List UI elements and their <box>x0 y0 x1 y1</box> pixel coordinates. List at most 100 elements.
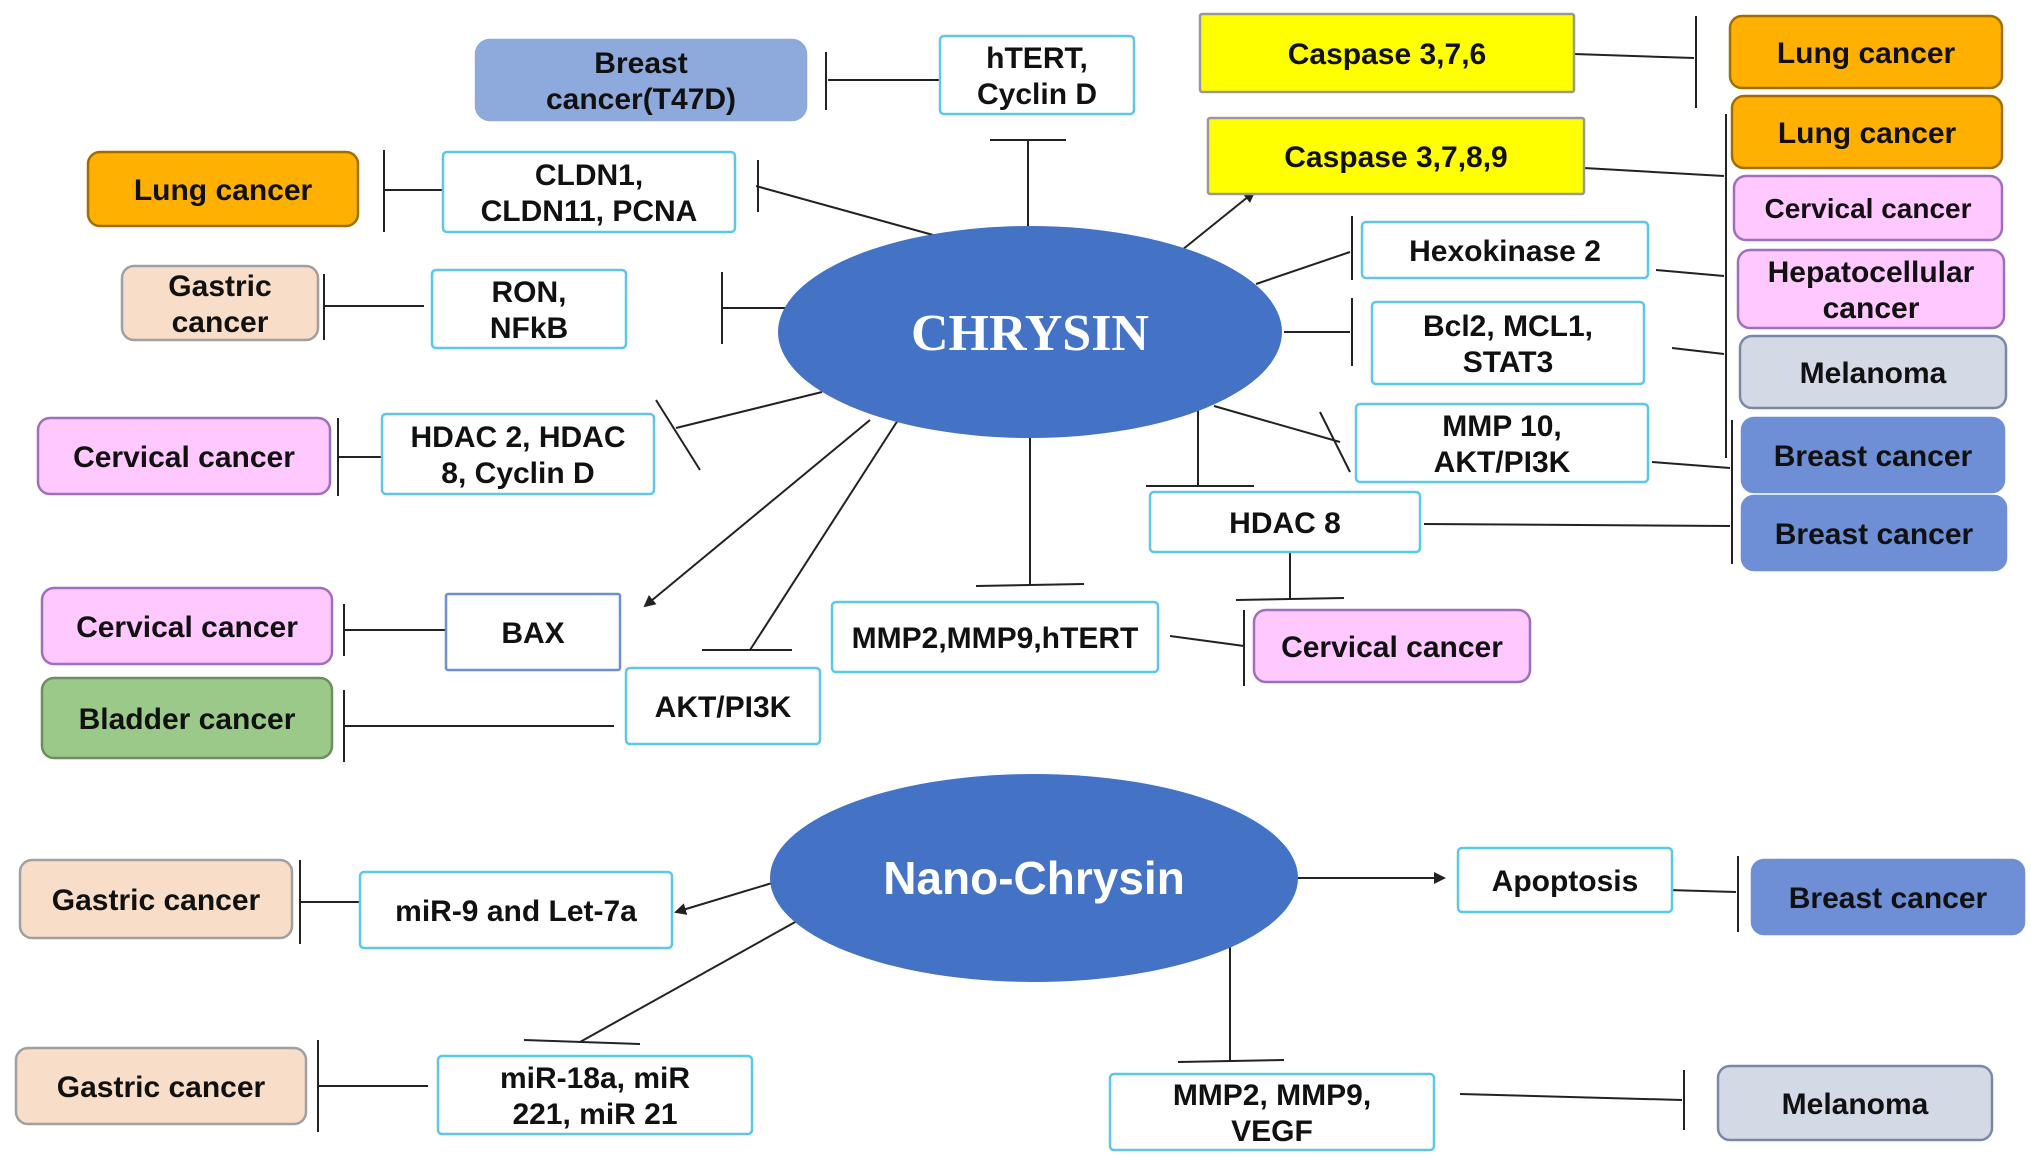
node-label-line: cancer(T47D) <box>546 83 736 116</box>
target-apoptosis: Apoptosis <box>1456 846 1674 914</box>
cancer-melanoma-b: Melanoma <box>1716 1064 1994 1142</box>
target-hdac8: HDAC 8 <box>1148 490 1422 554</box>
connectors <box>299 16 1739 1132</box>
cancer-breast-b: Breast cancer <box>1750 858 2026 936</box>
node-box <box>86 150 360 228</box>
node-box <box>1750 858 2026 936</box>
node-label-line: Cyclin D <box>977 78 1097 111</box>
node-label-line: Hexokinase 2 <box>1409 235 1601 268</box>
node-label-line: HDAC 8 <box>1229 507 1341 540</box>
node-box <box>1740 416 2006 494</box>
target-caspase3769: Caspase 3,7,6 <box>1198 12 1576 94</box>
target-ron: RON,NFkB <box>430 268 628 350</box>
node-label-line: MMP2, MMP9, <box>1173 1079 1371 1112</box>
node-box <box>18 858 294 940</box>
node-box <box>444 592 622 672</box>
node-label-line: miR-18a, miR <box>500 1062 690 1095</box>
cancer-cervical-r: Cervical cancer <box>1732 174 2004 242</box>
node-label-line: Caspase 3,7,8,9 <box>1284 141 1508 174</box>
target-bcl2: Bcl2, MCL1,STAT3 <box>1370 300 1646 386</box>
node-label-line: AKT/PI3K <box>1434 446 1571 479</box>
node-label-line: NFkB <box>490 312 568 345</box>
cancer-breast-r2: Breast cancer <box>1740 494 2008 572</box>
target-akt-left: AKT/PI3K <box>624 666 822 746</box>
node-label-line: Gastric <box>168 270 271 303</box>
node-box <box>40 676 334 760</box>
nodes: hTERT,Cyclin D CLDN1,CLDN11, PCNA RON,NFkB… <box>14 12 2026 1152</box>
node-box <box>938 34 1136 116</box>
node-box <box>120 264 320 342</box>
nano-chrysin-hub: Nano-Chrysin <box>770 774 1298 982</box>
node-box <box>1370 300 1646 386</box>
node-box <box>436 1054 754 1136</box>
node-label-line: MMP 10, <box>1442 410 1562 443</box>
cancer-cervical-left1: Cervical cancer <box>36 416 332 496</box>
target-mmp-vegf: MMP2, MMP9,VEGF <box>1108 1072 1436 1152</box>
node-box <box>14 1046 308 1126</box>
node-label-line: hTERT, <box>986 42 1088 75</box>
node-label-line: BAX <box>501 617 564 650</box>
target-mmp-htert: MMP2,MMP9,hTERT <box>830 600 1160 674</box>
node-label-line: AKT/PI3K <box>655 691 792 724</box>
node-label-line: Bladder cancer <box>79 703 296 736</box>
node-label-line: cancer <box>1823 292 1920 325</box>
node-label-line: HDAC 2, HDAC <box>410 421 625 454</box>
cancer-gastric-b2: Gastric cancer <box>14 1046 308 1126</box>
node-label-line: 221, miR 21 <box>512 1098 677 1131</box>
cancer-cervical-left2: Cervical cancer <box>40 586 334 666</box>
target-mmp10: MMP 10,AKT/PI3K <box>1354 402 1650 484</box>
nano-chrysin-label: Nano-Chrysin <box>883 852 1185 904</box>
cancer-lung-r1: Lung cancer <box>1728 14 2004 90</box>
cancer-bladder: Bladder cancer <box>40 676 334 760</box>
node-box <box>1198 12 1576 94</box>
cancer-lung-left: Lung cancer <box>86 150 360 228</box>
target-cldn: CLDN1,CLDN11, PCNA <box>441 150 737 234</box>
node-label-line: Cervical cancer <box>1281 631 1503 664</box>
node-box <box>624 666 822 746</box>
node-label-line: 8, Cyclin D <box>441 457 594 490</box>
cancer-lung-r2: Lung cancer <box>1730 94 2004 170</box>
node-box <box>1716 1064 1994 1142</box>
node-label-line: Apoptosis <box>1492 865 1639 898</box>
node-box <box>1354 402 1650 484</box>
node-box <box>1148 490 1422 554</box>
node-label-line: Lung cancer <box>134 174 313 207</box>
node-label-line: Bcl2, MCL1, <box>1423 310 1593 343</box>
node-label-line: CLDN11, PCNA <box>481 195 698 228</box>
node-label-line: Lung cancer <box>1777 37 1956 70</box>
node-box <box>1732 174 2004 242</box>
target-caspase3789: Caspase 3,7,8,9 <box>1206 116 1586 196</box>
node-box <box>36 416 332 496</box>
node-box <box>474 38 808 122</box>
node-box <box>1252 608 1532 684</box>
node-label-line: VEGF <box>1231 1115 1313 1148</box>
node-label-line: Cervical cancer <box>73 441 295 474</box>
target-htert-cyclin: hTERT,Cyclin D <box>938 34 1136 116</box>
node-box <box>1730 94 2004 170</box>
node-box <box>441 150 737 234</box>
node-box <box>1456 846 1674 914</box>
node-label-line: CLDN1, <box>535 159 643 192</box>
node-box <box>830 600 1160 674</box>
cancer-breast-r1: Breast cancer <box>1740 416 2006 494</box>
node-box <box>1728 14 2004 90</box>
cancer-gastric-b1: Gastric cancer <box>18 858 294 940</box>
node-label-line: Melanoma <box>1800 357 1947 390</box>
node-box <box>1360 220 1650 280</box>
node-label-line: Breast cancer <box>1789 882 1988 915</box>
node-label-line: miR-9 and Let-7a <box>395 895 637 928</box>
node-label-line: Melanoma <box>1782 1088 1929 1121</box>
node-label-line: MMP2,MMP9,hTERT <box>852 622 1139 655</box>
node-label-line: Gastric cancer <box>57 1071 266 1104</box>
target-hexokinase: Hexokinase 2 <box>1360 220 1650 280</box>
node-box <box>1740 494 2008 572</box>
node-box <box>380 412 656 496</box>
node-label-line: Hepatocellular <box>1768 256 1975 289</box>
chrysin-hub: CHRYSIN <box>778 226 1282 438</box>
node-box <box>1738 334 2008 410</box>
